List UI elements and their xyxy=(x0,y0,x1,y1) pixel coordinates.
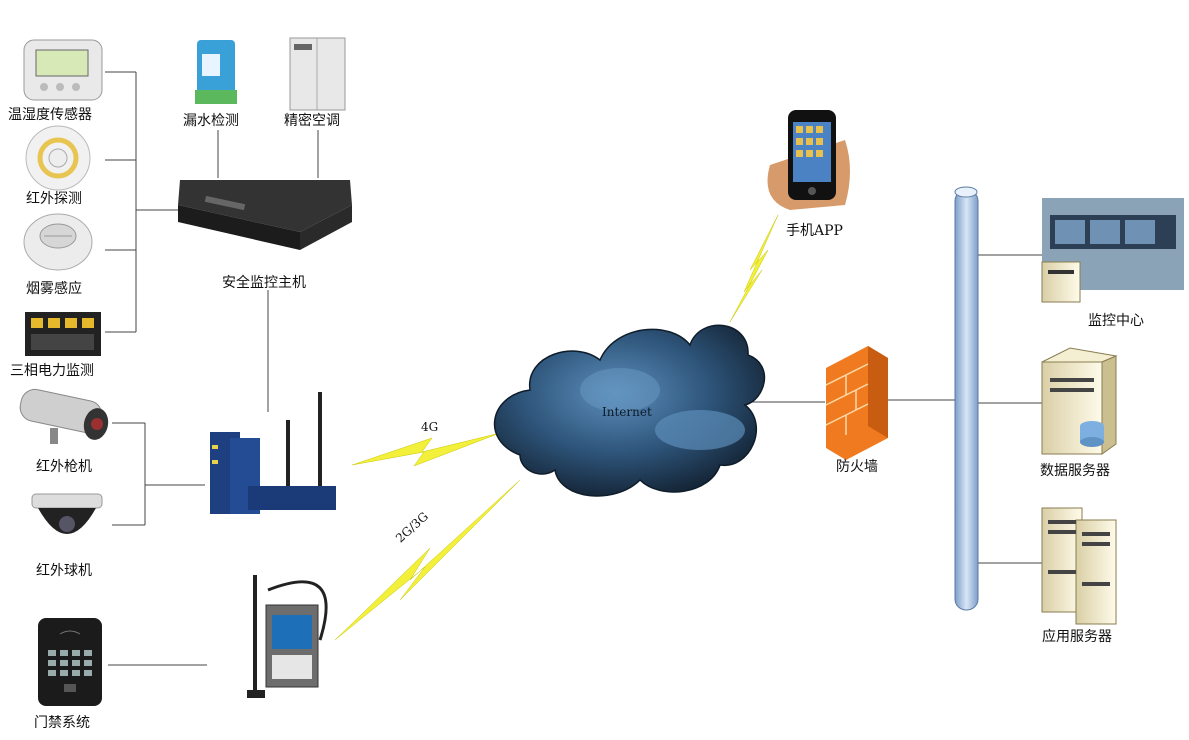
label-power-monitor: 三相电力监测 xyxy=(10,363,94,379)
temp-humidity-sensor-icon xyxy=(23,39,103,101)
label-firewall: 防火墙 xyxy=(836,459,878,475)
precision-ac-icon xyxy=(289,37,346,111)
water-leak-detector-icon xyxy=(195,40,237,104)
security-host-icon xyxy=(178,180,352,250)
label-internet: Internet xyxy=(602,405,652,419)
label-security-host: 安全监控主机 xyxy=(222,275,306,291)
label-access-control: 门禁系统 xyxy=(34,715,90,731)
internet-cloud-icon xyxy=(493,324,766,497)
4g-router-icon xyxy=(210,392,336,514)
label-temp-humidity-sensor: 温湿度传感器 xyxy=(8,107,92,123)
4g-link-bolt xyxy=(351,432,501,467)
smoke-detector-icon xyxy=(23,213,93,271)
label-4g-link: 4G xyxy=(421,420,439,434)
label-infrared-detector: 红外探测 xyxy=(26,191,82,207)
label-phone-app: 手机APP xyxy=(786,223,843,239)
ir-dome-camera-icon xyxy=(31,493,103,534)
phone-link-bolt xyxy=(729,214,779,323)
firewall-icon xyxy=(825,346,888,460)
2g-3g-router-icon xyxy=(247,575,328,698)
ir-bullet-camera-icon xyxy=(19,388,109,444)
label-monitoring-center: 监控中心 xyxy=(1088,313,1144,329)
label-ir-bullet-camera: 红外枪机 xyxy=(36,459,92,475)
label-smoke-detector: 烟雾感应 xyxy=(26,281,82,297)
smartphone-icon xyxy=(767,110,850,210)
monitoring-center-icon xyxy=(1041,198,1184,303)
access-control-keypad-icon xyxy=(38,618,102,706)
power-monitor-icon xyxy=(25,312,101,356)
label-water-leak: 漏水检测 xyxy=(183,113,239,129)
label-data-server: 数据服务器 xyxy=(1040,463,1110,479)
label-ir-dome-camera: 红外球机 xyxy=(36,563,92,579)
application-server-icon xyxy=(1041,507,1117,625)
label-precision-ac: 精密空调 xyxy=(284,113,340,129)
label-application-server: 应用服务器 xyxy=(1042,629,1112,645)
backbone-bus xyxy=(954,186,979,611)
sensor-bus-lines xyxy=(105,71,1042,666)
infrared-detector-icon xyxy=(25,125,91,191)
data-server-icon xyxy=(1041,347,1118,455)
2g-3g-link-bolt xyxy=(334,479,521,641)
